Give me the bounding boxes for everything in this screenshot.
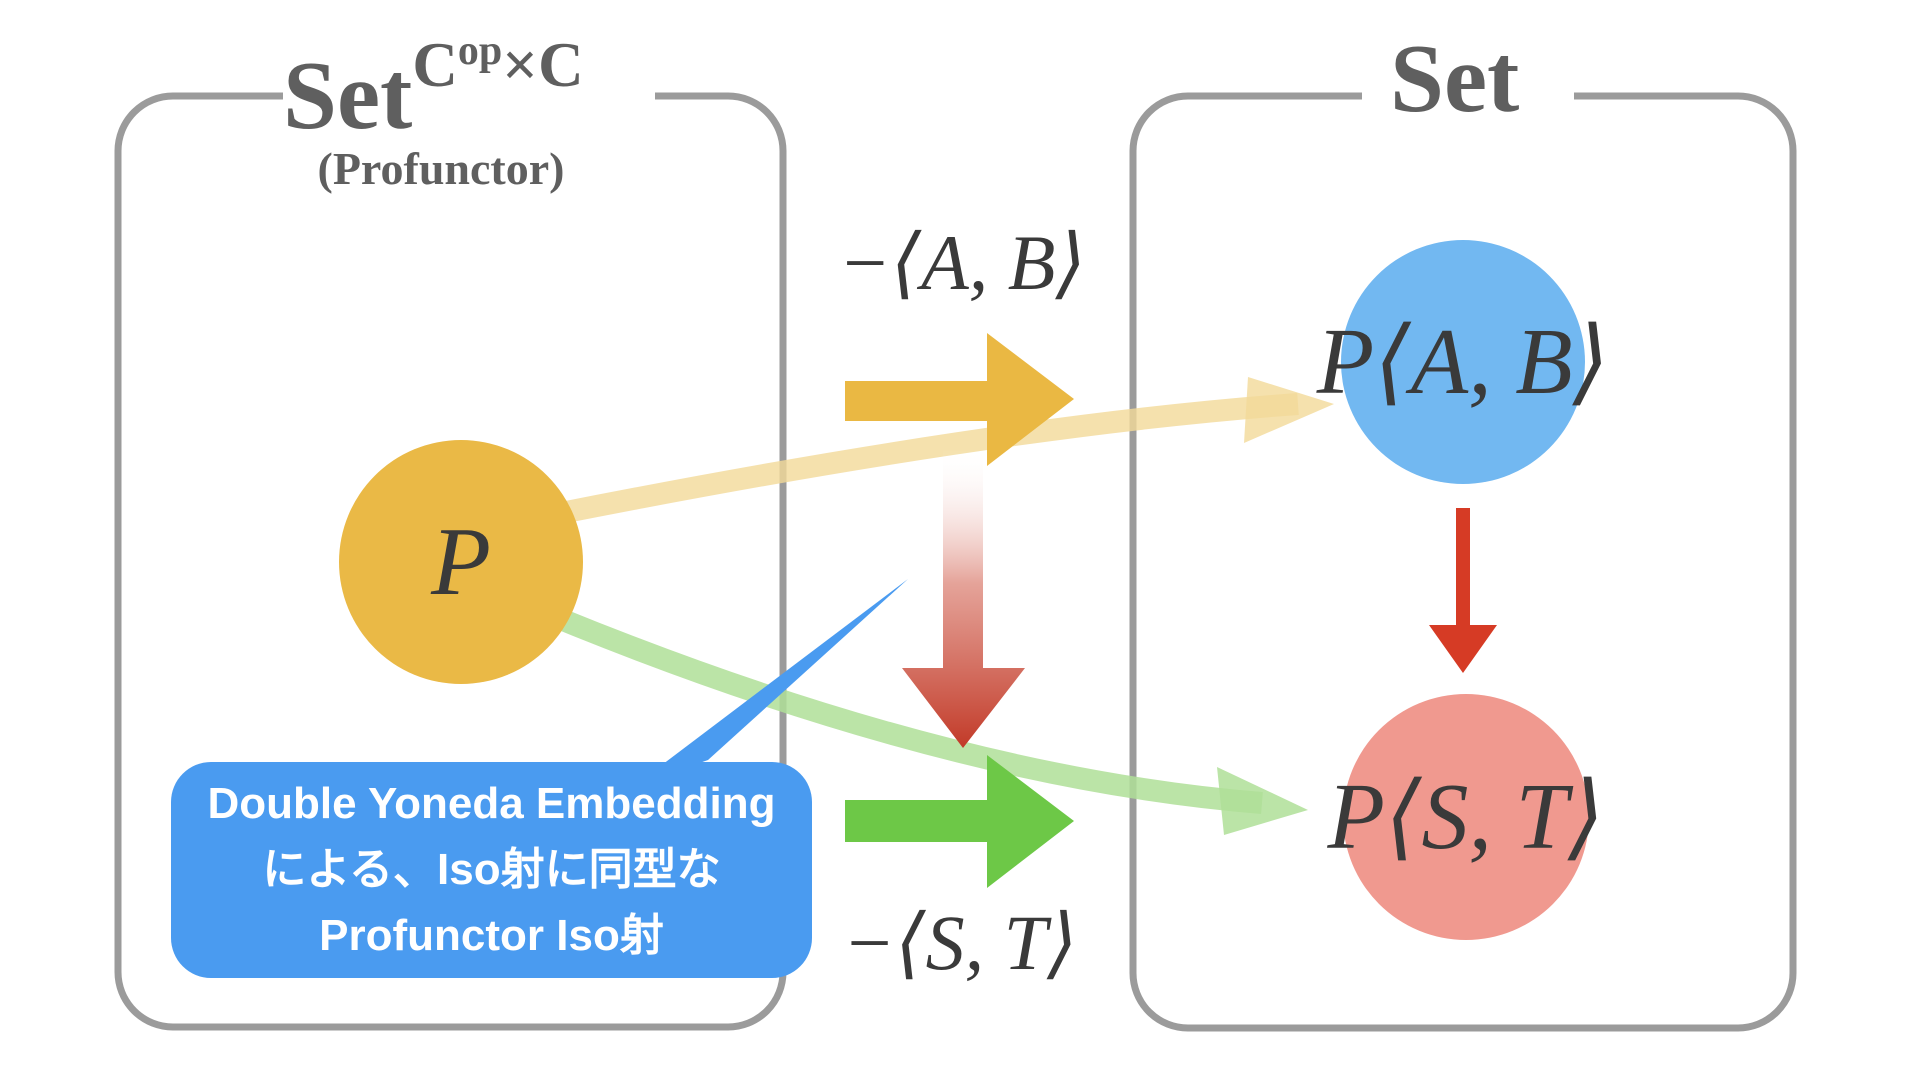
p-to-pst-curve (553, 607, 1263, 814)
left-title-border-mask (283, 86, 655, 108)
profunctor-node-circle (339, 440, 583, 684)
left-box-subtitle: (Profunctor) (317, 143, 565, 194)
callout-tail (634, 579, 908, 786)
pst-node-circle (1343, 694, 1589, 940)
functor-arrow-top-icon (845, 333, 1074, 466)
profunctor-node-label: P (431, 508, 491, 616)
iso-arrow-icon (1429, 508, 1497, 673)
superscript-cross-c: ×C (502, 30, 584, 100)
callout-bubble (171, 762, 812, 978)
p-to-pst-curve-arrowhead-icon (1217, 767, 1308, 835)
pab-node-circle (1341, 240, 1585, 484)
p-to-pab-curve-arrowhead-icon (1244, 377, 1334, 443)
left-box-title-superscript: Cop×C (412, 30, 583, 100)
pab-node-label: P⟨A, B⟩ (1316, 310, 1610, 414)
right-box-title: Set (1390, 25, 1520, 132)
superscript-op: op (457, 28, 503, 74)
left-box-title: SetCop×C (283, 30, 584, 144)
left-box-title-base: Set (283, 42, 413, 149)
natural-transformation-arrow-icon (902, 450, 1025, 748)
functor-arrow-bottom-label: −⟨S, T⟩ (842, 899, 1078, 986)
p-to-pab-curve (553, 393, 1299, 525)
callout-line-3: Profunctor Iso射 (319, 911, 664, 960)
callout-line-1: Double Yoneda Embedding (207, 779, 776, 828)
callout-text: Double Yoneda Embedding による、Iso射に同型な Pro… (171, 762, 812, 978)
functor-arrow-bottom-icon (845, 755, 1074, 888)
superscript-c: C (412, 30, 458, 100)
functor-arrow-top-label: −⟨A, B⟩ (838, 219, 1086, 306)
callout-line-2: による、Iso射に同型な (262, 845, 721, 894)
pst-node-label: P⟨S, T⟩ (1327, 765, 1605, 869)
right-title-border-mask (1362, 86, 1574, 108)
